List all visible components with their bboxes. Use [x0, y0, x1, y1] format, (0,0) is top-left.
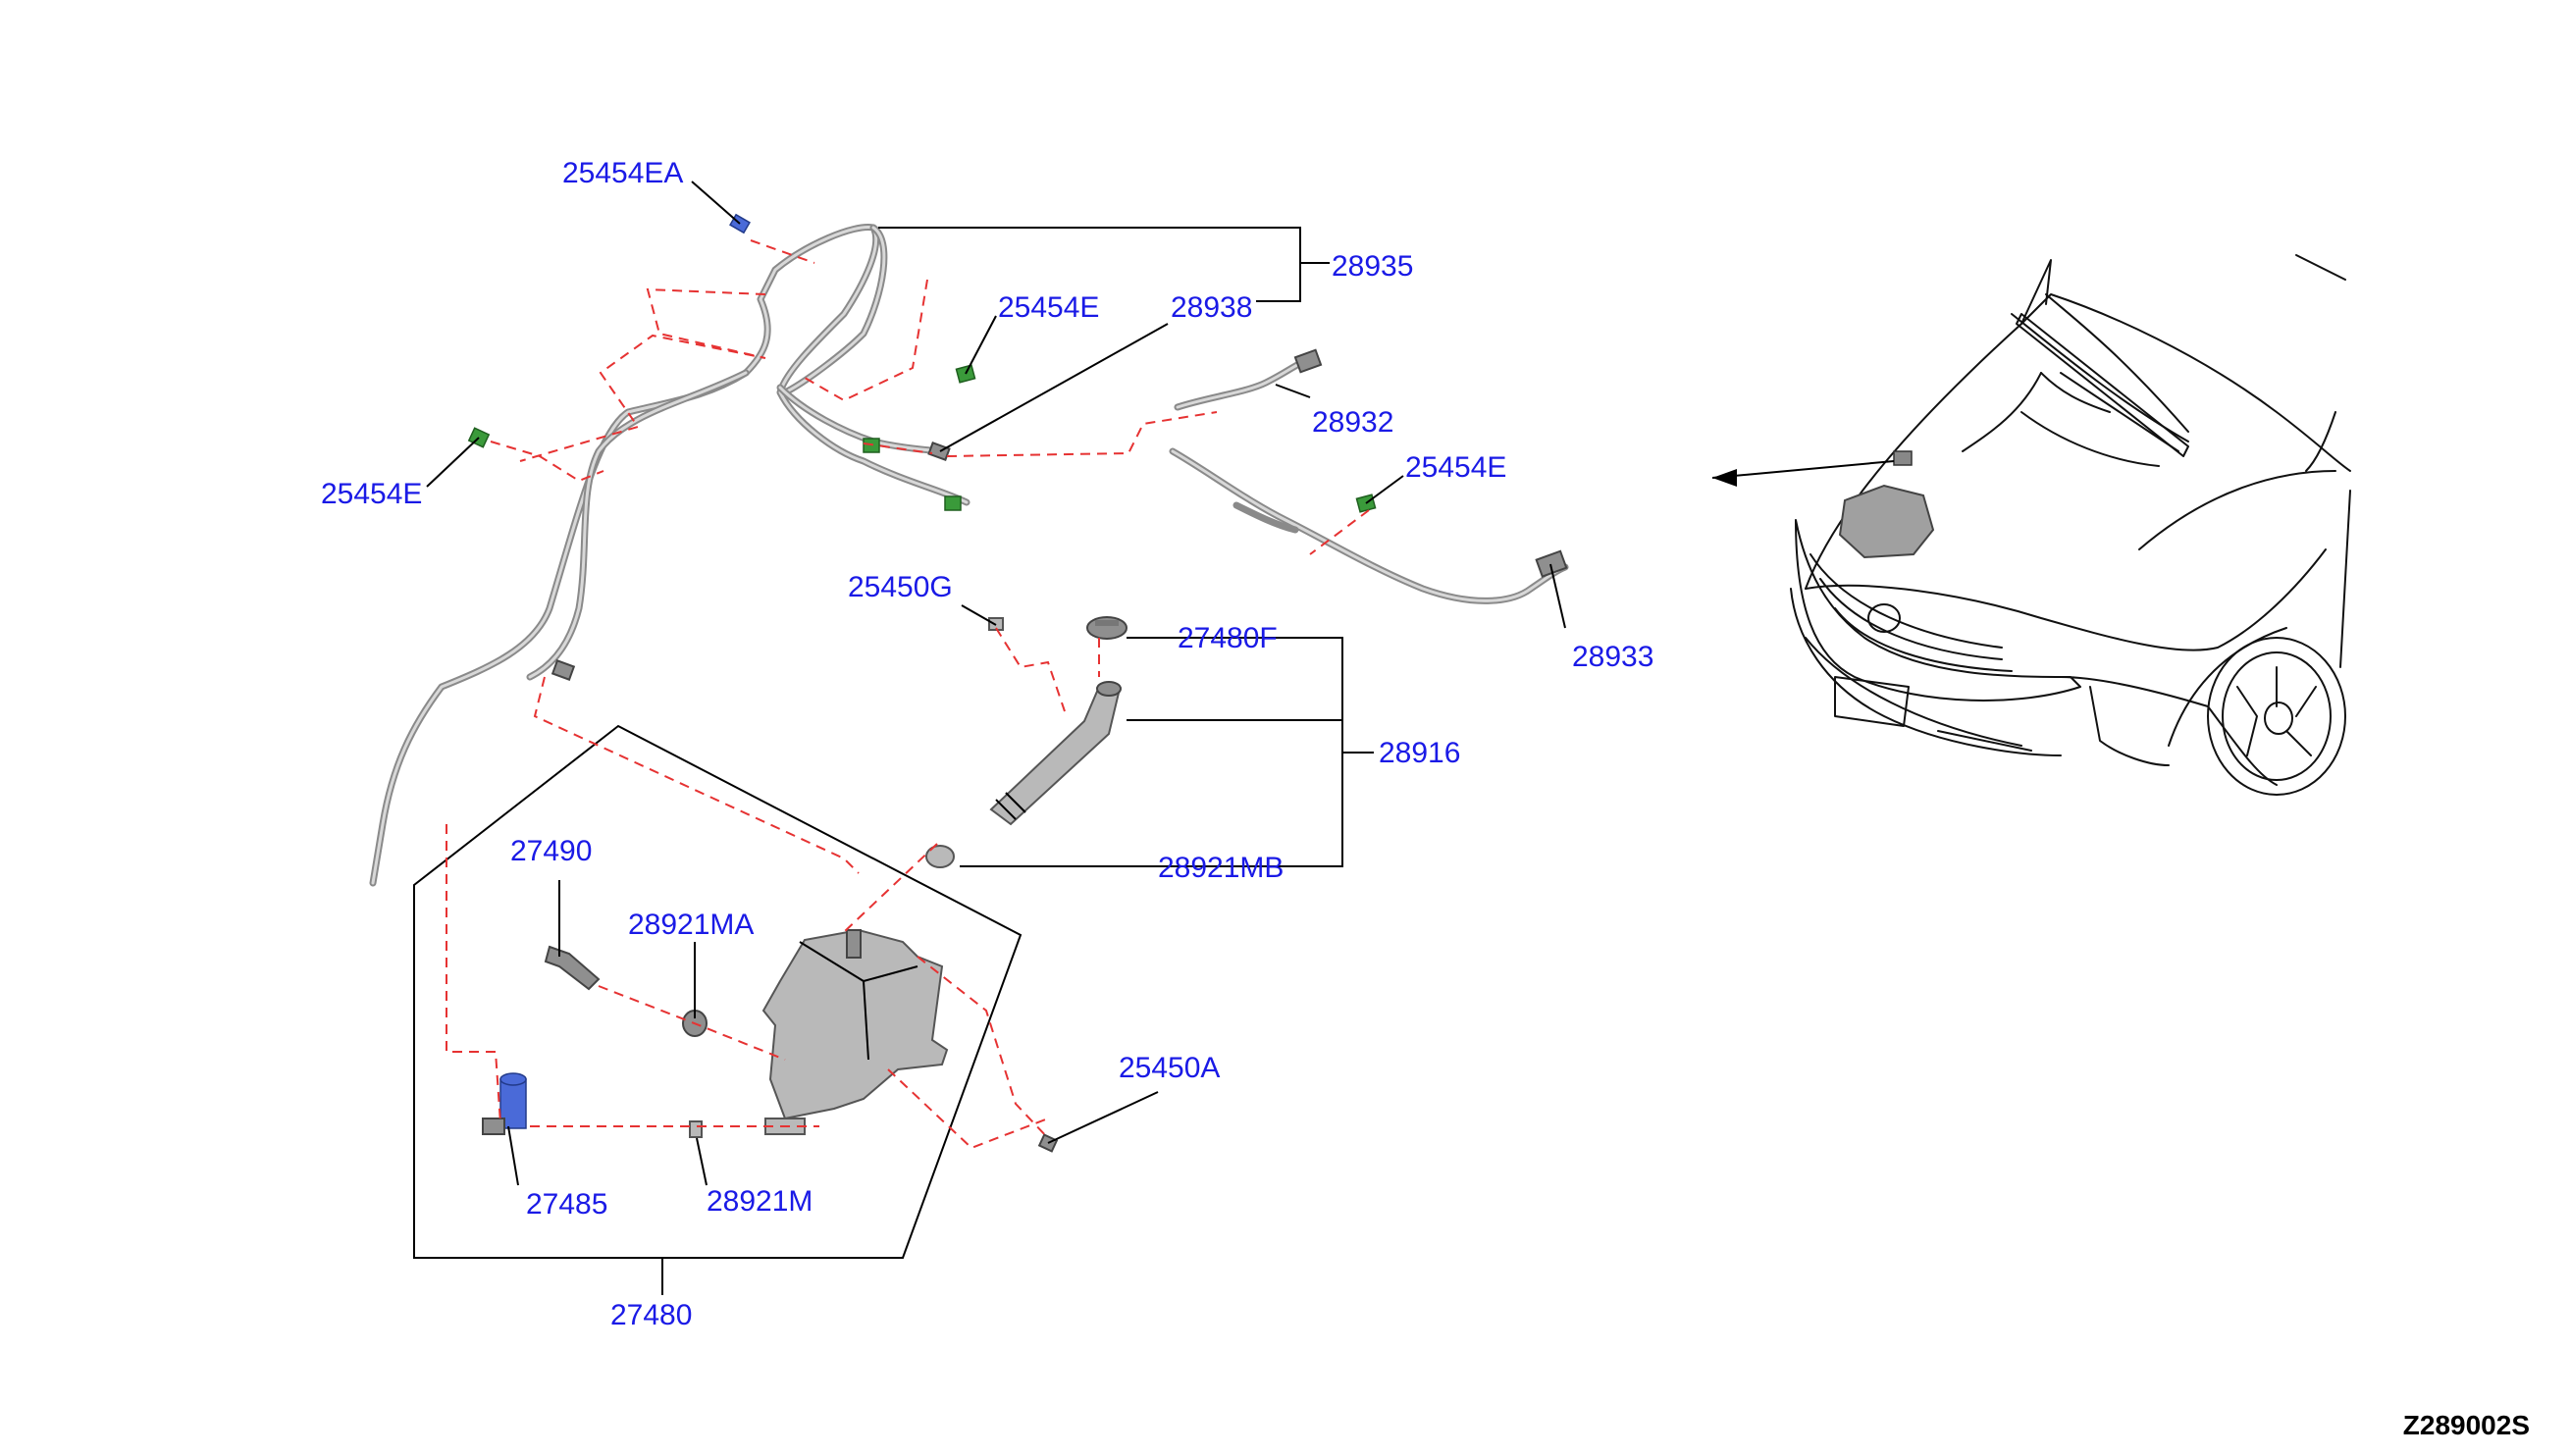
callout-25450G: 25450G [848, 571, 953, 603]
callout-25454EA: 25454EA [562, 157, 683, 189]
callout-25454E-left: 25454E [321, 478, 422, 510]
washer-hose-28935 [369, 224, 970, 887]
grommet-28921MB [925, 845, 955, 868]
tank-assembly-outline [413, 724, 1023, 1259]
callout-28921MB: 28921MB [1158, 852, 1284, 884]
callout-25454E-top: 25454E [998, 291, 1099, 324]
callout-28921MA: 28921MA [628, 909, 754, 941]
washer-hose-28933 [1169, 447, 1569, 604]
callout-27485: 27485 [526, 1188, 607, 1221]
callout-28921M: 28921M [707, 1185, 813, 1218]
callout-labels: 25454EA 28935 25454E 28938 28932 25454E … [321, 157, 1653, 1331]
joint-28938 [927, 442, 951, 461]
leader-lines [426, 181, 1566, 1295]
vehicle-locator-view [1711, 254, 2351, 796]
joint-upper-left [551, 659, 576, 681]
callout-28932: 28932 [1312, 406, 1393, 439]
callout-28935: 28935 [1332, 250, 1413, 283]
diagram-code: Z289002S [2403, 1410, 2530, 1440]
callout-28916: 28916 [1379, 737, 1460, 769]
filler-pipe-28916 [989, 681, 1122, 826]
level-sensor-27490 [544, 945, 601, 991]
phantom-lines [446, 239, 1370, 1150]
washer-tank [761, 928, 949, 1135]
callout-28933: 28933 [1572, 641, 1653, 673]
callout-28938: 28938 [1171, 291, 1252, 324]
callout-25454E-mid: 25454E [1405, 451, 1506, 484]
washer-pump-27485 [482, 1072, 527, 1135]
callout-25450A: 25450A [1119, 1052, 1220, 1084]
washer-hose-28932 [1174, 348, 1323, 411]
callout-27490: 27490 [510, 835, 592, 867]
filler-cap-27480F [1086, 616, 1128, 640]
callout-27480F: 27480F [1178, 622, 1278, 654]
grommet-28921M [689, 1120, 703, 1138]
connector-green-lower [863, 438, 962, 511]
callout-27480: 27480 [610, 1299, 692, 1331]
